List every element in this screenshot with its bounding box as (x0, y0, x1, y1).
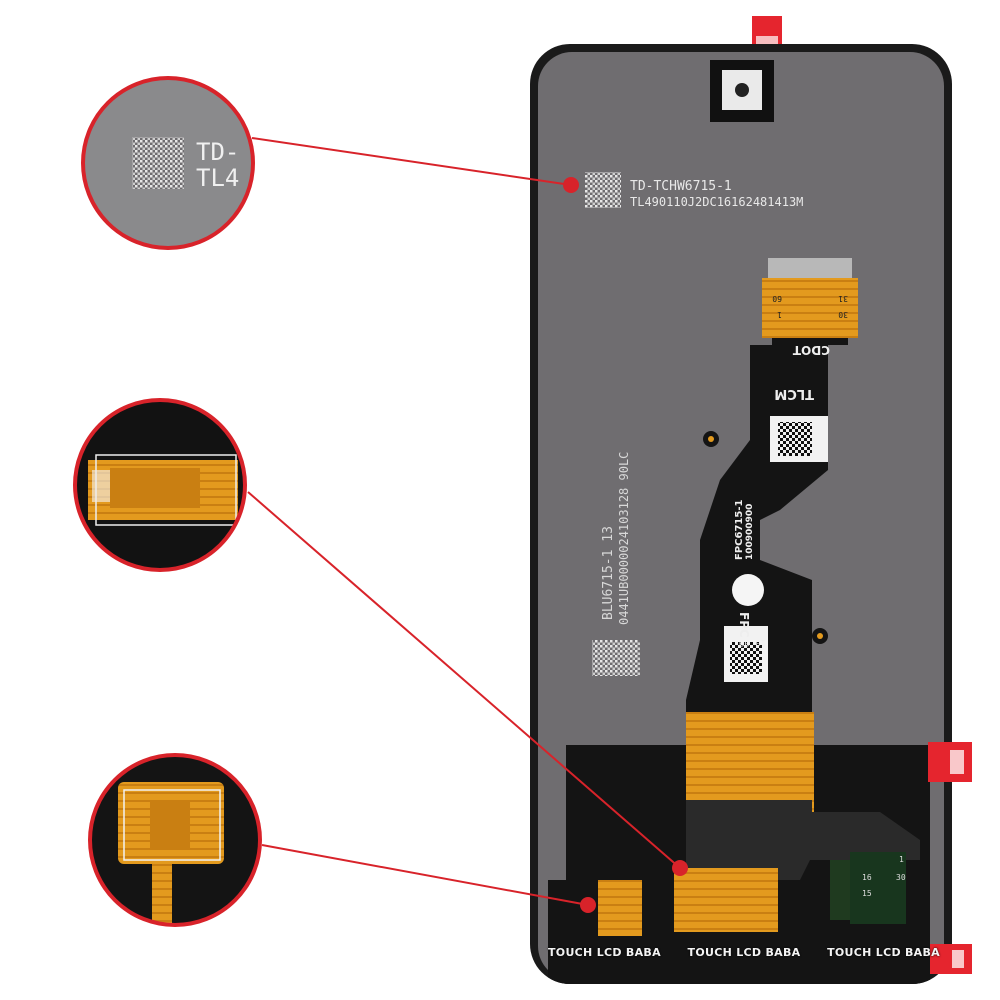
fpc-side-connector (850, 852, 906, 924)
cable-pin-30: 30 (838, 310, 848, 319)
board-pin-16: 16 (862, 873, 872, 882)
zoom-inset-label: TD- TL4 (81, 76, 255, 250)
cable-pin-31: 31 (838, 294, 848, 303)
panel-datamatrix-lower (592, 640, 640, 676)
cable-pin-1: 1 (777, 310, 782, 319)
zoom-inset-flex-connector (88, 753, 262, 927)
panel-serial-label: TL490110J2DC16162481413M (630, 195, 803, 209)
cable-fpc-code-label: FPC6715-1 (734, 500, 745, 560)
board-pin-15: 15 (862, 889, 872, 898)
board-pin-30: 30 (896, 873, 906, 882)
cable-tlcm-label: TLCM (774, 386, 814, 401)
cable-pin-60: 60 (772, 294, 782, 303)
vertical-code-label: BLU6715-1 13 (601, 526, 616, 620)
driver-ic-flex (674, 868, 778, 932)
cable-date-label: 10 09 (739, 637, 766, 647)
lcd-module: TD-TCHW6715-1 TL490110J2DC16162481413M B… (530, 44, 952, 984)
orange-flex-lower (686, 712, 814, 814)
white-dot-marker (732, 574, 764, 606)
callout-lines (247, 137, 681, 906)
callout-dot-2 (672, 860, 688, 876)
callout-dot-1 (563, 177, 579, 193)
inset-1-line2: TL4 (196, 164, 239, 192)
zoom-inset-driver-ic (73, 398, 247, 572)
board-pin-1: 1 (899, 855, 904, 864)
cable-cdot-label: CDOT (792, 343, 830, 357)
cable-fpc-label: FPC (737, 612, 751, 638)
top-connector (768, 258, 852, 278)
vertical-serial-label: 0441UB0000024103128 90LC (617, 452, 631, 625)
inset-1-line1: TD- (196, 138, 239, 166)
cable-fpc-number-label: 100900900 (745, 504, 755, 560)
panel-code-label: TD-TCHW6715-1 (630, 179, 732, 194)
inset-1-datamatrix (132, 137, 184, 189)
panel-datamatrix (585, 172, 621, 208)
callout-dot-3 (580, 897, 596, 913)
right-red-tab-lower (930, 944, 972, 974)
